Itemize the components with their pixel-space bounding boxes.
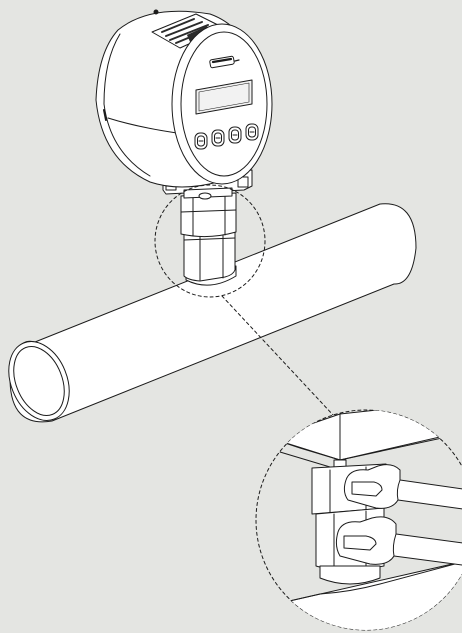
magnified-detail-icon <box>255 409 462 631</box>
gauge-button-1-face <box>197 135 205 147</box>
detail-collar <box>319 565 381 585</box>
housing-rim-line <box>103 33 151 177</box>
lcd-display-inner <box>198 82 250 112</box>
detail-callout <box>154 184 335 417</box>
wrench-icon <box>343 464 462 511</box>
brand-logo-icon <box>209 55 240 69</box>
gauge-button-4-face <box>248 126 256 138</box>
callout-leader <box>221 295 335 417</box>
gauge-button-row <box>194 123 259 150</box>
upper-wrench <box>343 464 462 511</box>
wrench-icon <box>335 516 462 567</box>
detail-pipe-edge <box>256 559 462 611</box>
pipe-fitting <box>180 192 237 286</box>
top-vent <box>153 9 159 15</box>
lcd-display <box>195 79 253 115</box>
stem <box>180 192 237 238</box>
digital-pressure-gauge-icon <box>95 9 273 188</box>
callout-circle-small <box>154 184 266 298</box>
gauge-button-3-face <box>231 129 239 141</box>
lower-wrench <box>335 516 462 567</box>
hex-top-edge <box>183 237 236 241</box>
pipe-icon <box>8 203 417 423</box>
stem-ring <box>180 209 237 213</box>
housing-mark <box>103 109 107 121</box>
pipe-end-inner <box>13 346 65 416</box>
neck-bolt <box>198 192 212 200</box>
gauge-button-2-face <box>214 132 222 144</box>
